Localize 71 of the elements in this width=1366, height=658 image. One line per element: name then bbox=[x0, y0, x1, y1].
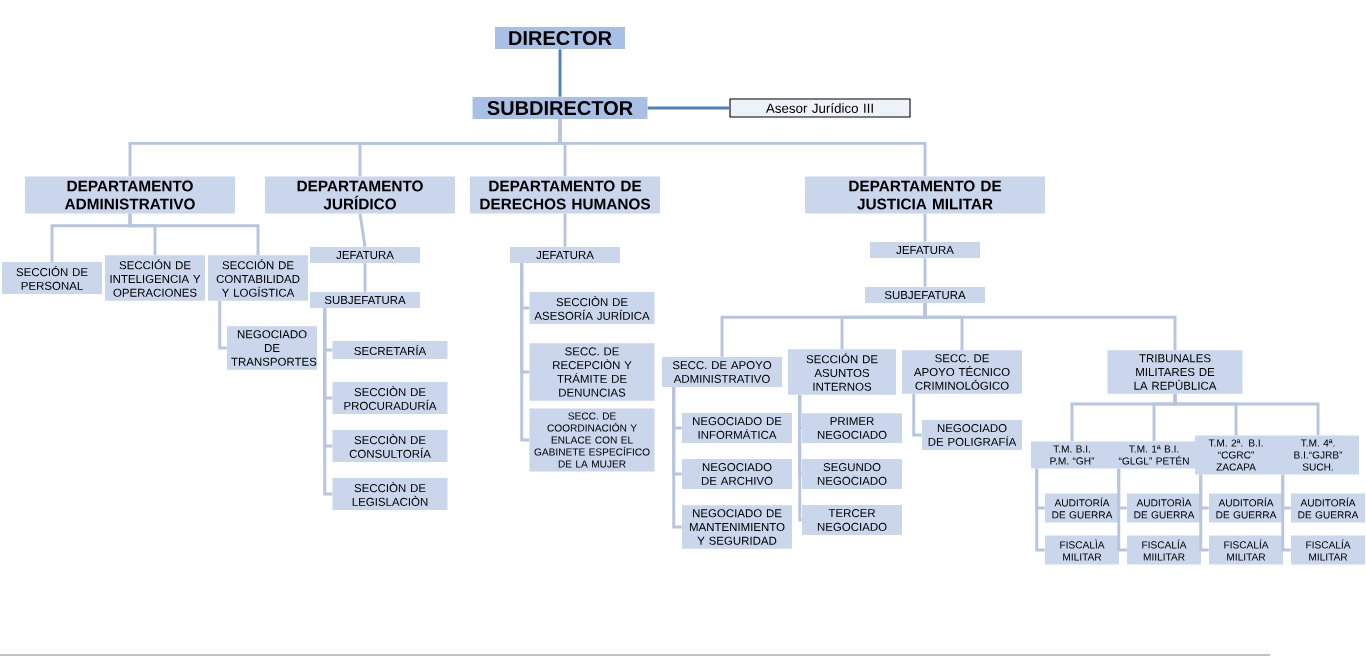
connector-line bbox=[363, 263, 367, 292]
section-box: SECCIÓN DE INTELIGENCIA Y OPERACIONES bbox=[105, 255, 205, 301]
connector-line bbox=[1199, 474, 1209, 552]
section-box: T.M. 4ª. B.I.“GJRB” SUCH. bbox=[1277, 435, 1359, 475]
position-box: DIRECTOR bbox=[495, 26, 625, 50]
node-label: T.M. B.I. P.M. “GH” bbox=[1050, 445, 1095, 465]
advisor-box: Asesor Jurídico III bbox=[729, 98, 911, 118]
connector-line bbox=[218, 301, 227, 350]
node-label: T.M. 1ª B.I. “GLGL” PETÉN bbox=[1118, 445, 1189, 465]
connector-line bbox=[558, 49, 562, 97]
section-box: TRIBUNALES MILITARES DE LA REPÙBLICA bbox=[1107, 350, 1243, 394]
connector-line bbox=[923, 213, 927, 242]
section-box: SECCIÒN DE CONSULTORÍA bbox=[332, 430, 448, 462]
connector-line bbox=[1173, 394, 1320, 436]
section-box: TERCER NEGOCIADO bbox=[802, 505, 902, 535]
department-box: DEPARTAMENTO DE DERECHOS HUMANOS bbox=[470, 176, 660, 214]
section-box: NEGOCIADO DE INFORMÁTICA bbox=[682, 413, 792, 443]
section-box: SECC. DE APOYO TÉCNICO CRIMINOLÓGICO bbox=[902, 350, 1022, 394]
section-box: FISCALÌA MILITAR bbox=[1045, 535, 1119, 565]
section-box: T.M. B.I. P.M. “GH” bbox=[1031, 441, 1113, 469]
node-label: T.M. 4ª. B.I.“GJRB” SUCH. bbox=[1294, 439, 1343, 471]
connector-line bbox=[323, 308, 333, 496]
section-box: NEGOCIADO DE ARCHIVO bbox=[682, 459, 792, 489]
connector-line bbox=[520, 263, 530, 442]
section-box: NEGOCIADO DE MANTENIMIENTO Y SEGURIDAD bbox=[682, 505, 792, 549]
connector-line bbox=[128, 213, 260, 255]
connector-line bbox=[358, 213, 367, 247]
connector-line bbox=[1281, 474, 1291, 552]
node-label: T.M. 2ª. B.I. “CGRC” ZACAPA bbox=[1208, 439, 1263, 471]
section-box: AUDITORÌA DE GUERRA bbox=[1127, 493, 1201, 523]
section-box: JEFATURA bbox=[310, 247, 420, 263]
section-box: SECCIÒN DE ASESORÍA JURÍDICA bbox=[529, 292, 655, 324]
connector-line bbox=[647, 106, 730, 110]
section-box: NEGOCIADO DE POLIGRAFÍA bbox=[922, 420, 1022, 450]
position-box: SUBDIRECTOR bbox=[472, 96, 648, 120]
section-box: FISCALÍA MILITAR bbox=[1209, 535, 1283, 565]
section-box: SUBJEFATURA bbox=[310, 291, 420, 309]
connector-line bbox=[1117, 468, 1127, 552]
connector-line bbox=[558, 119, 927, 177]
section-box: SECCIÓN DE CONTABILIDAD Y LOGÍSTICA bbox=[208, 255, 308, 301]
section-box: JEFATURA bbox=[510, 247, 620, 263]
section-box: SECC. DE COORDINACIÓN Y ENLACE CON EL GABINETE ESPECÍFICO DE LA MUJER bbox=[529, 408, 655, 472]
connector-line bbox=[923, 303, 1177, 350]
department-box: DEPARTAMENTO JURÍDICO bbox=[265, 176, 455, 214]
section-box: SEGUNDO NEGOCIADO bbox=[802, 459, 902, 489]
section-box: T.M. 1ª B.I. “GLGL” PETÉN bbox=[1113, 441, 1195, 469]
connector-line bbox=[923, 258, 927, 287]
section-box: SECCIÓN DE PERSONAL bbox=[2, 262, 102, 294]
section-box: JEFATURA bbox=[870, 242, 980, 258]
section-box: T.M. 2ª. B.I. “CGRC” ZACAPA bbox=[1195, 435, 1277, 475]
section-box: AUDITORÍA DE GUERRA bbox=[1291, 493, 1365, 523]
section-box: SECCIÒN DE PROCURADURÍA bbox=[332, 382, 448, 414]
section-box: FISCALÍA MILITAR bbox=[1291, 535, 1365, 565]
section-box: SECCIÓN DE ASUNTOS INTERNOS bbox=[788, 349, 896, 395]
connector-line bbox=[563, 213, 567, 247]
department-box: DEPARTAMENTO DE JUSTICIA MILITAR bbox=[805, 176, 1045, 214]
section-box: SECC. DE APOYO ADMINISTRATIVO bbox=[662, 357, 782, 387]
section-box: PRIMER NEGOCIADO bbox=[802, 413, 902, 443]
connector-line bbox=[798, 395, 803, 522]
section-box: FISCALÍA MIILITAR bbox=[1127, 535, 1201, 565]
connector-line bbox=[912, 394, 922, 437]
section-box: SUBJEFATURA bbox=[865, 286, 985, 304]
section-box: SECCIÒN DE LEGISLACIÒN bbox=[332, 478, 448, 510]
connector-line bbox=[1035, 468, 1045, 552]
section-box: AUDITORÍA DE GUERRA bbox=[1045, 493, 1119, 523]
department-box: DEPARTAMENTO ADMINISTRATIVO bbox=[25, 176, 235, 214]
section-box: AUDITORÍA DE GUERRA bbox=[1209, 493, 1283, 523]
section-box: SECC. DE RECEPCIÒN Y TRÁMITE DE DENUNCIAS bbox=[529, 343, 655, 401]
connector-line bbox=[672, 387, 682, 529]
section-box: NEGOCIADO DE TRANSPORTES bbox=[227, 326, 317, 370]
section-box: SECRETARÍA bbox=[332, 341, 448, 360]
